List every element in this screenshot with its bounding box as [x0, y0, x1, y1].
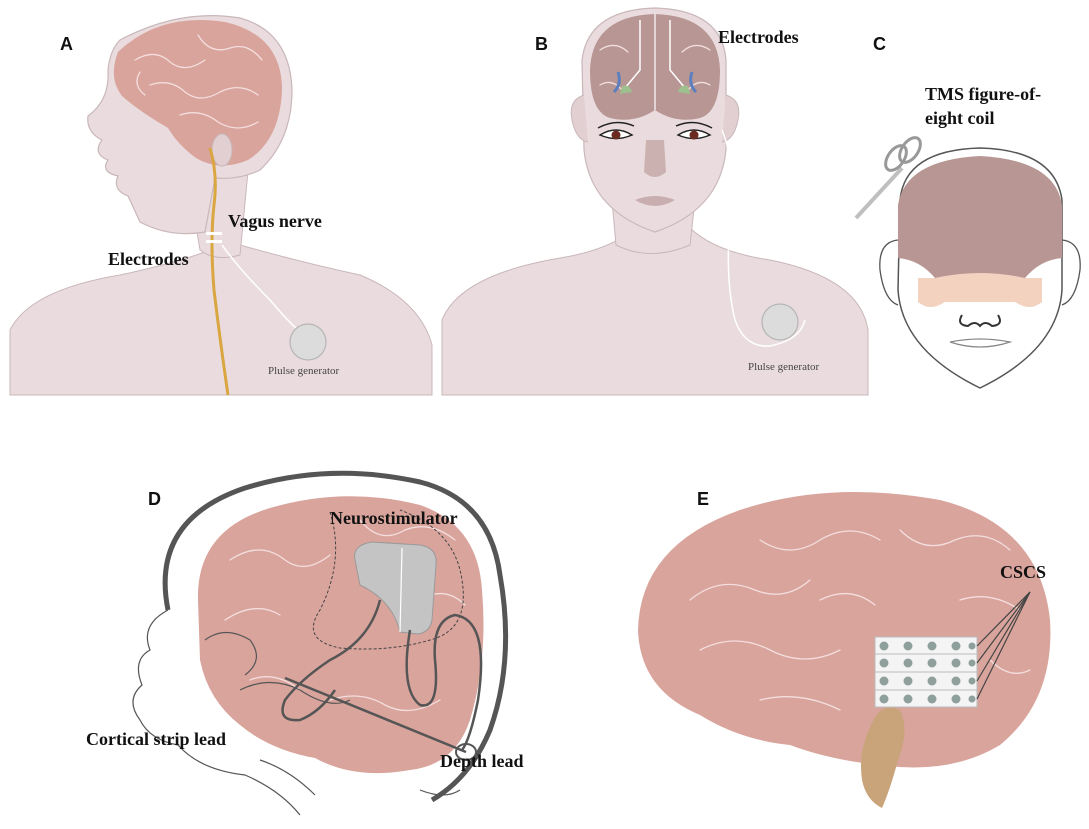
panel-b-letter: B	[535, 34, 548, 54]
panel-c-coil-label-2: eight coil	[925, 108, 995, 128]
panel-b: B Electrodes Plulse generator	[442, 8, 868, 395]
panel-c-coil-label-1: TMS figure-of-	[925, 84, 1041, 104]
panel-c-coil-loop-2	[895, 134, 924, 166]
panel-a-electrode-1	[206, 232, 222, 235]
panel-e: E CSCS	[638, 489, 1050, 808]
panel-d-letter: D	[148, 489, 161, 509]
panel-b-nose	[644, 140, 666, 177]
panel-a-ear	[212, 134, 232, 166]
panel-e-letter: E	[697, 489, 709, 509]
panel-c-ear-left	[880, 240, 898, 305]
panel-a-shoulders	[10, 245, 432, 395]
panel-c-ear-right	[1062, 240, 1080, 305]
panel-e-cscs-label: CSCS	[1000, 562, 1046, 582]
panel-d-brain	[198, 496, 484, 773]
panel-c-face-band	[918, 273, 1042, 307]
panel-d-depth-label: Depth lead	[440, 751, 524, 771]
panel-a: A Vagus nerve Electrodes Plulse generato…	[10, 16, 432, 395]
panel-e-electrode-grid	[875, 637, 977, 707]
panel-a-electrodes-label: Electrodes	[108, 249, 189, 269]
panel-c-coil-handle	[856, 168, 902, 218]
panel-a-letter: A	[60, 34, 73, 54]
panel-c-letter: C	[873, 34, 886, 54]
panel-a-generator-label: Plulse generator	[268, 365, 340, 377]
panel-b-generator-label: Plulse generator	[748, 361, 820, 373]
panel-e-brain	[638, 492, 1050, 768]
panel-d-neurostimulator-label: Neurostimulator	[330, 508, 458, 528]
panel-b-electrodes-label: Electrodes	[718, 27, 799, 47]
panel-c: C TMS figure-of- eight coil	[856, 34, 1080, 388]
panel-a-vagus-label: Vagus nerve	[228, 211, 322, 231]
panel-a-electrode-2	[206, 240, 222, 243]
panel-a-pulse-generator	[290, 324, 326, 360]
panel-d: D Neurostimulator Cortical strip lead De…	[86, 473, 524, 815]
panel-b-pulse-generator	[762, 304, 798, 340]
panel-d-strip-label: Cortical strip lead	[86, 729, 226, 749]
panel-c-coil-loop-1	[881, 142, 910, 174]
panel-c-brain	[898, 156, 1062, 278]
